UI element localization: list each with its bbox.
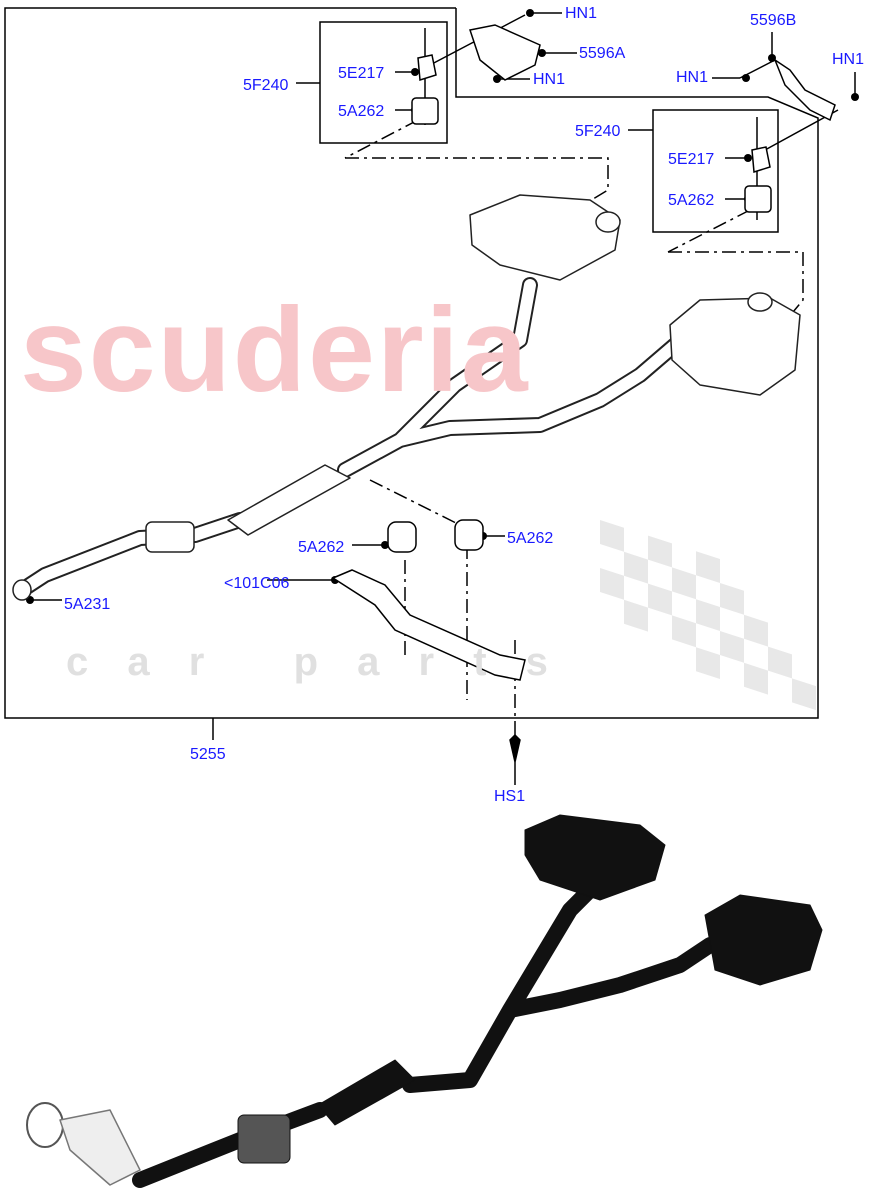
callout-5e217: 5E217	[668, 151, 715, 168]
callout-5a262: 5A262	[668, 192, 715, 209]
callout-5a231: 5A231	[64, 596, 111, 613]
callout-hn1: HN1	[533, 71, 566, 88]
callout-5f240: 5F240	[575, 123, 621, 140]
callout-5a262: 5A262	[338, 103, 385, 120]
callout-5596a: 5596A	[579, 45, 626, 62]
callout-5f240: 5F240	[243, 77, 289, 94]
exhaust-system-silhouette	[26, 814, 823, 1188]
callout-5596b: 5596B	[750, 12, 797, 29]
exhaust-system-outline	[12, 194, 801, 601]
hanger-parts	[331, 24, 836, 763]
callout-hn1: HN1	[832, 51, 865, 68]
callout-5255: 5255	[190, 746, 226, 763]
watermark-checker	[600, 520, 816, 711]
bracket-box-right	[652, 109, 779, 233]
watermark-tagline: c a r p a r t s	[66, 640, 562, 684]
callout-hn1: HN1	[676, 69, 709, 86]
callout-hs1: HS1	[494, 788, 526, 805]
callout-101c06: <101C06	[224, 575, 290, 592]
callout-hn1: HN1	[565, 5, 598, 22]
callout-5a262: 5A262	[507, 530, 554, 547]
dash-dot-lines	[344, 119, 804, 745]
watermark-brand: scuderia	[20, 283, 530, 417]
callout-5a262: 5A262	[298, 539, 345, 556]
callout-5e217: 5E217	[338, 65, 385, 82]
assembly-outline	[4, 7, 819, 719]
